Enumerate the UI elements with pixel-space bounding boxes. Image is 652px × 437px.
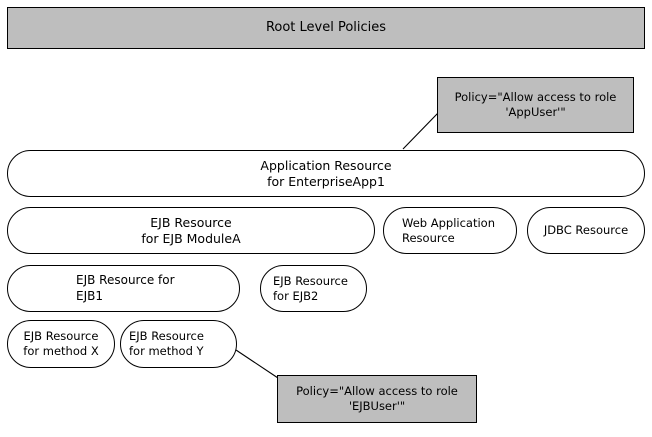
connector-appuser <box>402 112 439 150</box>
ejb1-resource-line1: EJB Resource for <box>76 273 175 288</box>
ejb-method-y-resource[interactable]: EJB Resource for method Y <box>120 320 237 368</box>
web-application-resource[interactable]: Web Application Resource <box>383 207 517 254</box>
jdbc-resource[interactable]: JDBC Resource <box>527 207 645 254</box>
ejb-method-y-resource-line1: EJB Resource <box>129 329 204 344</box>
jdbc-resource-line1: JDBC Resource <box>543 223 629 238</box>
connector-ejbuser <box>235 349 279 379</box>
application-resource-line1: Application Resource <box>260 157 392 173</box>
application-resource[interactable]: Application Resource for EnterpriseApp1 <box>7 150 645 197</box>
ejb1-resource-line2: EJB1 <box>76 288 103 303</box>
ejb1-resource[interactable]: EJB Resource for EJB1 <box>7 265 240 312</box>
ejb-method-x-resource[interactable]: EJB Resource for method X <box>7 320 115 368</box>
application-resource-line2: for EnterpriseApp1 <box>267 173 385 189</box>
ejb2-resource[interactable]: EJB Resource for EJB2 <box>260 265 367 312</box>
policy-callout-ejbuser-line2: 'EJBUser'" <box>348 399 406 413</box>
policy-callout-appuser: Policy="Allow access to role 'AppUser'" <box>437 77 634 133</box>
web-application-resource-line1: Web Application <box>402 215 495 230</box>
ejb-module-resource-line1: EJB Resource <box>150 214 232 230</box>
policy-callout-ejbuser: Policy="Allow access to role 'EJBUser'" <box>277 375 477 423</box>
ejb-module-resource[interactable]: EJB Resource for EJB ModuleA <box>7 207 375 254</box>
ejb2-resource-line2: for EJB2 <box>273 288 319 303</box>
root-level-policies-label: Root Level Policies <box>265 19 387 35</box>
ejb-method-x-resource-line1: EJB Resource <box>23 329 99 344</box>
web-application-resource-line2: Resource <box>402 230 455 245</box>
ejb2-resource-line1: EJB Resource <box>273 273 348 288</box>
policy-callout-ejbuser-line1: Policy="Allow access to role <box>296 384 458 399</box>
ejb-module-resource-line2: for EJB ModuleA <box>141 230 241 246</box>
ejb-method-x-resource-line2: for method X <box>23 344 99 358</box>
root-level-policies-banner: Root Level Policies <box>7 7 645 49</box>
ejb-method-y-resource-line2: for method Y <box>129 344 204 358</box>
policy-callout-appuser-line1: Policy="Allow access to role <box>454 90 617 105</box>
policy-callout-appuser-line2: 'AppUser'" <box>505 105 566 119</box>
